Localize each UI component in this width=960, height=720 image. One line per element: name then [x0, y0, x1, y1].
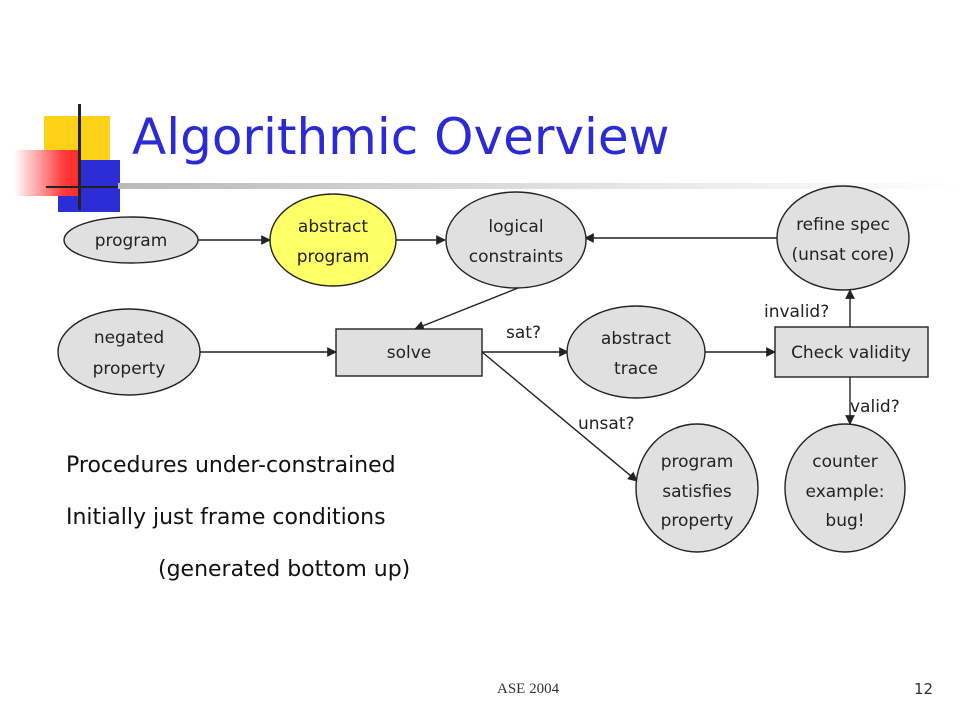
node-program: program: [63, 216, 199, 264]
node-abstract-trace-label-1: abstract: [601, 329, 671, 349]
edge-label-invalid: invalid?: [764, 302, 829, 322]
node-logical-constraints: logical constraints: [445, 191, 587, 289]
node-counter-example-label-2: example:: [806, 482, 885, 502]
node-negated-property-shape: [57, 308, 201, 396]
node-program-satisfies-label-3: property: [661, 511, 734, 531]
edge-solve-to-program-satisfies: [481, 351, 638, 482]
node-abstract-program: abstract program: [269, 193, 397, 287]
slide-title: Algorithmic Overview: [132, 108, 670, 166]
node-program-satisfies: program satisfies property: [635, 423, 759, 553]
bullet-line: Procedures under-constrained: [66, 453, 396, 478]
decor-vertical-line: [78, 104, 81, 210]
node-abstract-trace-shape: [566, 305, 706, 399]
node-program-satisfies-label-1: program: [661, 452, 734, 472]
node-abstract-program-shape: [269, 193, 397, 287]
node-refine-spec-label-2: (unsat core): [792, 245, 895, 265]
node-check-validity: Check validity: [774, 326, 929, 378]
node-refine-spec: refine spec (unsat core): [776, 185, 910, 291]
bullet-line: (generated bottom up): [158, 557, 411, 582]
node-abstract-program-label-2: program: [297, 247, 370, 267]
edge-label-valid: valid?: [850, 397, 900, 417]
edge-label-unsat: unsat?: [578, 414, 635, 434]
node-abstract-trace: abstract trace: [566, 305, 706, 399]
node-counter-example-shape: [784, 423, 906, 553]
node-abstract-trace-label-2: trace: [614, 359, 658, 379]
node-counter-example: counter example: bug!: [784, 423, 906, 553]
node-negated-property-label-1: negated: [94, 328, 164, 348]
node-program-satisfies-label-2: satisfies: [662, 482, 732, 502]
footer-text: ASE 2004: [497, 681, 560, 697]
title-underline: [118, 183, 960, 189]
decor-red-square: [14, 150, 80, 196]
node-solve-shape: [335, 328, 483, 377]
node-logical-constraints-shape: [445, 191, 587, 289]
edge-logical-constraints-to-solve: [414, 287, 519, 331]
node-abstract-program-label-1: abstract: [298, 217, 368, 237]
node-program-shape: [63, 216, 199, 264]
node-negated-property-label-2: property: [93, 359, 166, 379]
node-logical-constraints-label-1: logical: [488, 217, 543, 237]
node-refine-spec-shape: [776, 185, 910, 291]
page-number: 12: [914, 680, 934, 698]
node-counter-example-label-1: counter: [812, 452, 877, 472]
node-logical-constraints-label-2: constraints: [469, 247, 564, 267]
decor-horizontal-line: [46, 186, 126, 188]
node-check-validity-shape: [774, 326, 929, 378]
bullet-list: Procedures under-constrained Initially j…: [66, 448, 410, 604]
node-check-validity-label: Check validity: [791, 343, 911, 363]
node-refine-spec-label-1: refine spec: [796, 215, 890, 235]
node-solve-label: solve: [387, 343, 432, 363]
node-counter-example-label-3: bug!: [825, 511, 864, 531]
node-program-satisfies-shape: [635, 423, 759, 553]
node-solve: solve: [335, 328, 483, 377]
edge-label-sat: sat?: [506, 323, 541, 343]
node-negated-property: negated property: [57, 308, 201, 396]
bullet-line: Initially just frame conditions: [66, 505, 386, 530]
node-program-label: program: [95, 231, 168, 251]
edges: [198, 233, 855, 482]
